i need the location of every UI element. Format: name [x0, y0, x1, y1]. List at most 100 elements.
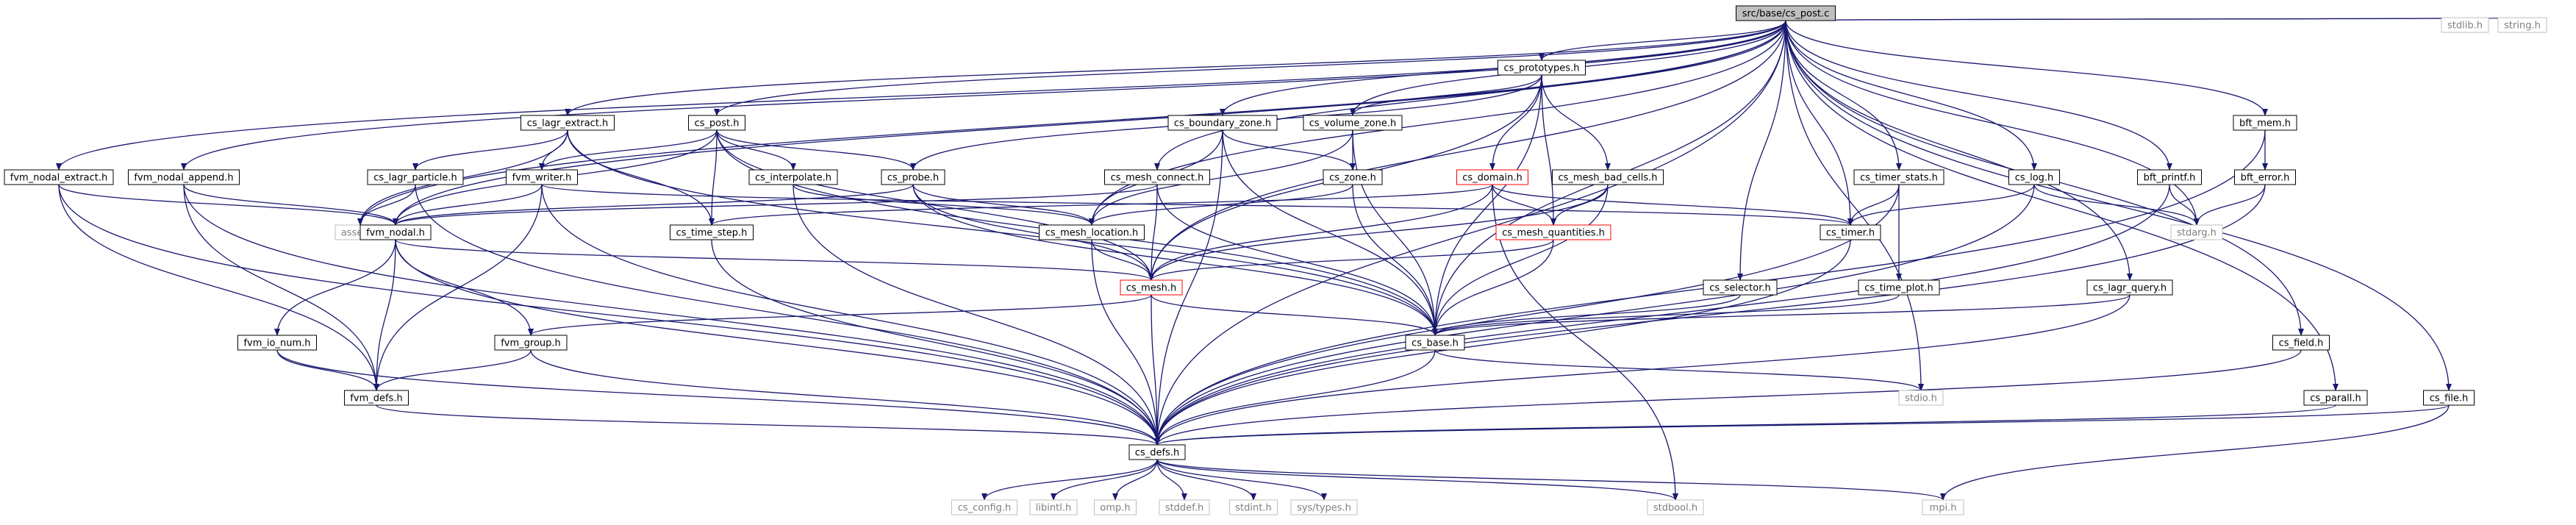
edge-cs_log-to-cs_timer [1847, 184, 2035, 226]
edge-cs_domain-to-cs_mesh [1148, 184, 1493, 281]
node-label-fvm_nodal: fvm_nodal.h [366, 228, 425, 239]
node-bft_error[interactable]: bft_error.h [2234, 169, 2296, 185]
node-fvm_nodal_extract[interactable]: fvm_nodal_extract.h [4, 169, 114, 185]
node-box-cs_mesh_location [1039, 224, 1145, 240]
node-cs_defs[interactable]: cs_defs.h [1128, 444, 1186, 460]
node-bft_mem[interactable]: bft_mem.h [2233, 115, 2297, 131]
node-label-stdio: stdio.h [1905, 393, 1937, 404]
node-cs_volume_zone[interactable]: cs_volume_zone.h [1303, 115, 1403, 131]
node-box-mpi [1922, 499, 1964, 515]
node-cs_mesh_bad_cells[interactable]: cs_mesh_bad_cells.h [1552, 169, 1664, 185]
node-cs_prototypes[interactable]: cs_prototypes.h [1498, 60, 1586, 76]
edge-root-to-cs_timer [1785, 20, 1853, 226]
node-label-string: string.h [2504, 21, 2541, 32]
edge-root-to-cs_mesh_connect [1154, 20, 1786, 171]
node-box-cs_timer [1820, 224, 1881, 240]
edge-root-to-fvm_nodal_extract [56, 20, 1786, 171]
node-box-cs_log [2008, 169, 2060, 185]
node-box-cs_mesh [1120, 279, 1183, 296]
node-label-stdbool: stdbool.h [1653, 503, 1697, 514]
node-cs_lagr_extract[interactable]: cs_lagr_extract.h [520, 115, 615, 131]
node-cs_base[interactable]: cs_base.h [1405, 335, 1465, 351]
node-label-cs_interpolate: cs_interpolate.h [755, 173, 831, 184]
edge-cs_mesh-to-fvm_group [528, 294, 1152, 336]
edge-root-to-stdarg [1785, 20, 2200, 226]
node-label-cs_timer: cs_timer.h [1826, 228, 1875, 239]
node-label-cs_mesh: cs_mesh.h [1126, 283, 1176, 294]
edge-cs_boundary_zone-to-cs_zone [1222, 129, 1356, 171]
node-cs_lagr_particle[interactable]: cs_lagr_particle.h [367, 169, 464, 185]
node-cs_mesh_quantities[interactable]: cs_mesh_quantities.h [1495, 224, 1611, 240]
node-libintl: libintl.h [1029, 499, 1078, 515]
node-label-cs_lagr_extract: cs_lagr_extract.h [527, 118, 609, 129]
node-fvm_defs[interactable]: fvm_defs.h [344, 390, 409, 406]
node-cs_log[interactable]: cs_log.h [2008, 169, 2060, 185]
edge-bft_error-to-stdarg [2194, 184, 2266, 226]
node-cs_boundary_zone[interactable]: cs_boundary_zone.h [1167, 115, 1278, 131]
edge-cs_zone-to-cs_base [1352, 184, 1438, 336]
node-label-fvm_defs: fvm_defs.h [350, 393, 402, 404]
edge-cs_mesh_location-to-cs_defs [1091, 239, 1160, 446]
node-fvm_group[interactable]: fvm_group.h [494, 335, 568, 351]
node-cs_lagr_query[interactable]: cs_lagr_query.h [2086, 279, 2173, 296]
node-label-cs_defs: cs_defs.h [1135, 448, 1179, 459]
node-label-omp: omp.h [1100, 503, 1130, 514]
node-box-cs_config [951, 499, 1017, 515]
node-box-fvm_defs [344, 390, 409, 406]
node-cs_field[interactable]: cs_field.h [2272, 335, 2330, 351]
node-cs_timer_stats[interactable]: cs_timer_stats.h [1853, 169, 1944, 185]
node-string: string.h [2497, 17, 2547, 33]
node-label-mpi: mpi.h [1930, 503, 1957, 514]
node-fvm_nodal_append[interactable]: fvm_nodal_append.h [128, 169, 240, 185]
node-label-bft_error: bft_error.h [2241, 173, 2290, 184]
node-stdio: stdio.h [1898, 390, 1944, 406]
node-omp: omp.h [1094, 499, 1137, 515]
edge-cs_post-to-cs_time_step [709, 129, 718, 226]
edge-cs_mesh_quantities-to-cs_mesh [1148, 239, 1554, 281]
node-label-cs_timer_stats: cs_timer_stats.h [1860, 173, 1938, 184]
node-cs_mesh[interactable]: cs_mesh.h [1120, 279, 1183, 296]
node-fvm_writer[interactable]: fvm_writer.h [506, 169, 578, 185]
edge-cs_post-to-fvm_writer [539, 129, 718, 171]
node-cs_parall[interactable]: cs_parall.h [2303, 390, 2368, 406]
edge-cs_file-to-cs_defs [1154, 404, 2450, 446]
edge-cs_lagr_query-to-cs_defs [1154, 294, 2130, 446]
node-fvm_io_num[interactable]: fvm_io_num.h [237, 335, 317, 351]
node-cs_selector[interactable]: cs_selector.h [1703, 279, 1778, 296]
edge-cs_lagr_particle-to-assert [357, 184, 416, 226]
node-cs_time_plot[interactable]: cs_time_plot.h [1858, 279, 1940, 296]
node-box-stddef [1159, 499, 1210, 515]
node-cs_mesh_location[interactable]: cs_mesh_location.h [1039, 224, 1145, 240]
node-cs_interpolate[interactable]: cs_interpolate.h [748, 169, 838, 185]
node-root[interactable]: src/base/cs_post.c [1736, 5, 1836, 21]
node-cs_file[interactable]: cs_file.h [2423, 390, 2475, 406]
node-stdarg: stdarg.h [2170, 224, 2223, 240]
edge-root-to-cs_post [714, 20, 1786, 116]
edge-cs_mesh_connect-to-cs_mesh [1148, 184, 1158, 281]
node-label-fvm_nodal_append: fvm_nodal_append.h [134, 173, 233, 184]
edge-cs_post-to-cs_interpolate [716, 129, 796, 171]
edge-root-to-cs_log [1785, 20, 2037, 171]
node-box-root [1736, 5, 1836, 21]
edge-root-to-cs_file [1785, 20, 2452, 391]
edge-cs_probe-to-cs_mesh [912, 184, 1154, 281]
node-cs_mesh_connect[interactable]: cs_mesh_connect.h [1104, 169, 1210, 185]
node-label-stdlib: stdlib.h [2447, 21, 2483, 32]
edges-layer [56, 17, 2523, 501]
edge-cs_post-to-cs_probe [716, 129, 916, 171]
node-cs_post[interactable]: cs_post.h [688, 115, 745, 131]
node-cs_zone[interactable]: cs_zone.h [1323, 169, 1383, 185]
edge-cs_mesh_bad_cells-to-cs_base [1432, 184, 1609, 336]
node-stdlib: stdlib.h [2441, 17, 2489, 33]
node-box-libintl [1029, 499, 1078, 515]
node-bft_printf[interactable]: bft_printf.h [2137, 169, 2202, 185]
node-cs_domain[interactable]: cs_domain.h [1456, 169, 1528, 185]
node-cs_timer[interactable]: cs_timer.h [1820, 224, 1881, 240]
edge-cs_boundary_zone-to-cs_base [1222, 129, 1438, 336]
edge-cs_time_step-to-cs_defs [711, 239, 1160, 446]
node-cs_time_step[interactable]: cs_time_step.h [670, 224, 754, 240]
node-cs_probe[interactable]: cs_probe.h [881, 169, 945, 185]
node-label-cs_volume_zone: cs_volume_zone.h [1309, 118, 1396, 129]
edge-root-to-stdio [1785, 20, 1924, 391]
node-fvm_nodal[interactable]: fvm_nodal.h [359, 224, 432, 240]
